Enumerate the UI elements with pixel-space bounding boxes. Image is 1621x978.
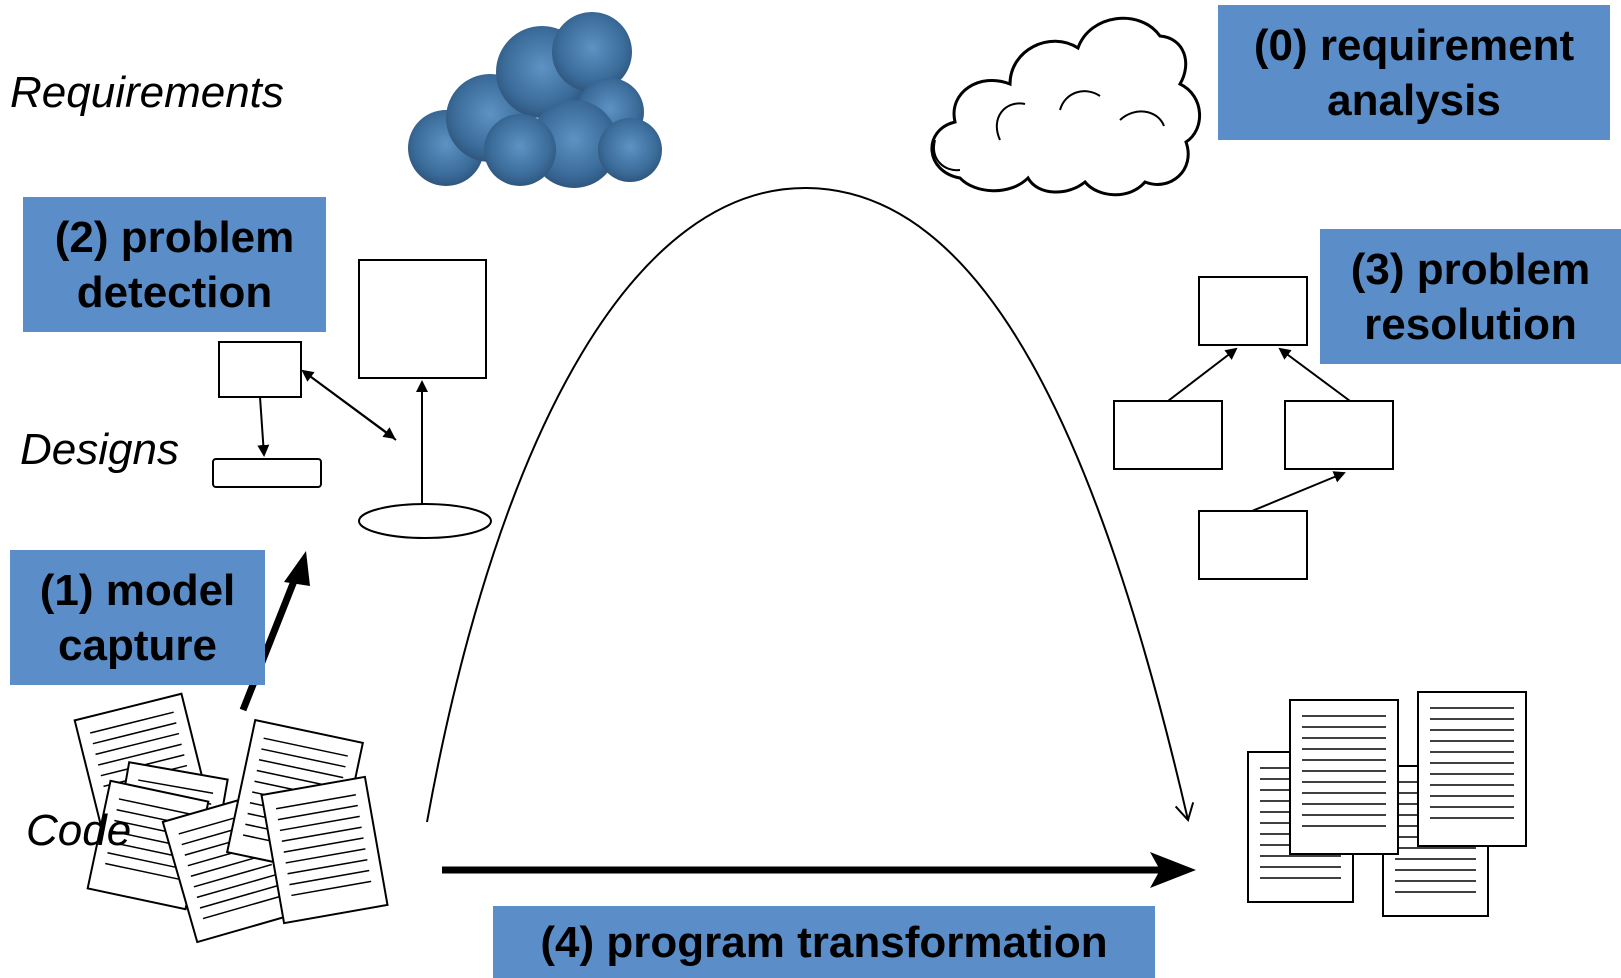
step-problem-detection-line1: (2) problem: [54, 212, 295, 262]
step-program-transformation-line1: (4) program transformation: [540, 917, 1108, 967]
code-label: Code: [26, 806, 132, 855]
design-sketch-right: [1113, 276, 1394, 580]
step-problem-resolution-line2: resolution: [1364, 299, 1577, 349]
step-problem-detection: (2) problem detection: [23, 197, 326, 332]
step-requirement-analysis-line1: (0) requirement: [1253, 20, 1575, 70]
step-model-capture-line2: capture: [58, 620, 217, 670]
outline-cloud-icon: [930, 16, 1201, 197]
step-problem-detection-line2: detection: [76, 267, 273, 317]
step-requirement-analysis-line2: analysis: [1327, 75, 1501, 125]
model-capture-arrow: [239, 551, 310, 712]
designs-label: Designs: [20, 425, 179, 474]
document-page: [260, 775, 389, 925]
document-page: [1289, 699, 1399, 855]
step-problem-resolution-line1: (3) problem: [1350, 244, 1591, 294]
program-transformation-arrow: [442, 852, 1196, 888]
stacked-documents-icon: [1247, 691, 1527, 917]
step-requirement-analysis: (0) requirement analysis: [1218, 5, 1610, 140]
transformation-arc: [426, 186, 1195, 823]
step-model-capture: (1) model capture: [10, 550, 265, 685]
step-program-transformation: (4) program transformation: [493, 906, 1155, 978]
design-sketch-left: [212, 259, 492, 539]
requirements-label: Requirements: [10, 68, 284, 117]
dark-cloud-icon: [408, 12, 662, 188]
step-problem-resolution: (3) problem resolution: [1320, 229, 1621, 364]
scattered-documents-icon: [73, 692, 389, 944]
document-page: [1417, 691, 1527, 847]
step-model-capture-line1: (1) model: [39, 565, 236, 615]
